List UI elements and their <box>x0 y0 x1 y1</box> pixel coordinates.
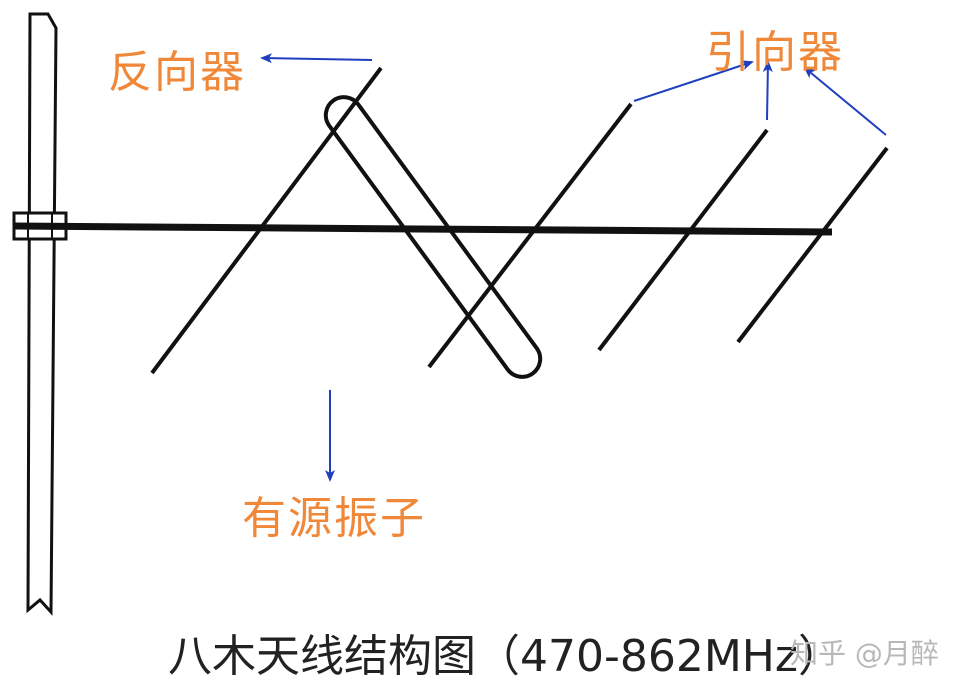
reflector-label: 反向器 <box>108 47 246 98</box>
boom <box>13 222 833 236</box>
director-element-3 <box>736 146 889 344</box>
director-arrow-3 <box>803 66 887 136</box>
director-element-2 <box>597 128 769 352</box>
diagram-caption: 八木天线结构图（470-862MHz） <box>168 631 842 682</box>
director-arrow-2 <box>762 60 773 121</box>
driven-element-label: 有源振子 <box>242 493 426 544</box>
driven-element <box>323 95 543 379</box>
director-label: 引向器 <box>706 27 844 78</box>
director-element-1 <box>427 102 633 369</box>
watermark: 知乎 @月醉 <box>790 637 939 670</box>
director-arrow-1 <box>633 60 754 102</box>
reflector-arrow <box>260 53 373 64</box>
mast <box>26 12 58 616</box>
reflector-element <box>150 66 383 375</box>
